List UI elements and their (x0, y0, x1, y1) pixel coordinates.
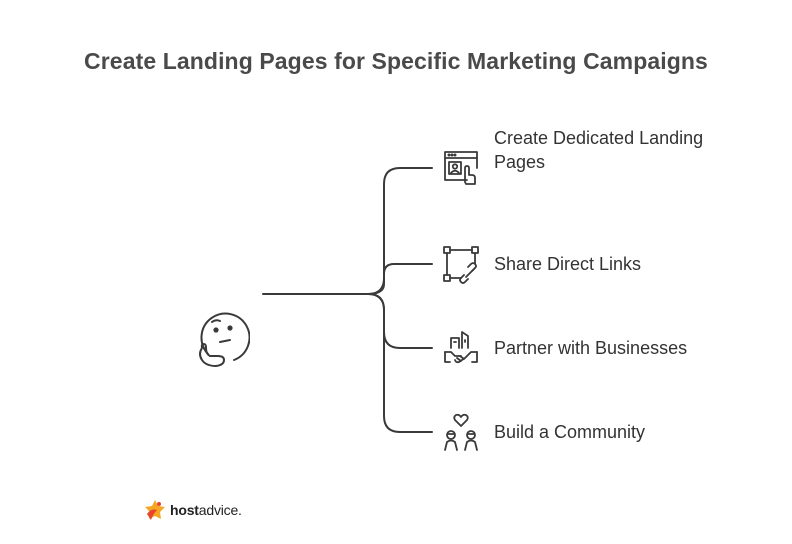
community-heart-icon (444, 413, 478, 451)
hostadvice-logo: hostadvice. (143, 498, 242, 522)
diagram-title: Create Landing Pages for Specific Market… (84, 48, 708, 74)
hostadvice-logo-text: hostadvice. (170, 502, 242, 518)
connector-branch-2 (367, 263, 433, 295)
connector-branch-4 (367, 293, 433, 433)
connector-branch-3 (367, 293, 433, 349)
browser-hand-icon (444, 151, 478, 185)
connector-branch-1 (367, 167, 433, 295)
handshake-icon (444, 331, 478, 364)
branch-label-share-direct-links: Share Direct Links (494, 254, 642, 274)
branch-label-partner-with-businesses: Partner with Businesses (494, 338, 688, 358)
thinking-face-icon (199, 312, 250, 367)
hostadvice-logo-mark-icon (145, 500, 165, 520)
branch-label-build-a-community: Build a Community (494, 422, 646, 442)
link-nodes-icon (443, 246, 479, 284)
branch-label-create-dedicated-landing-pages: Create Dedicated Landing Pages (494, 128, 704, 172)
